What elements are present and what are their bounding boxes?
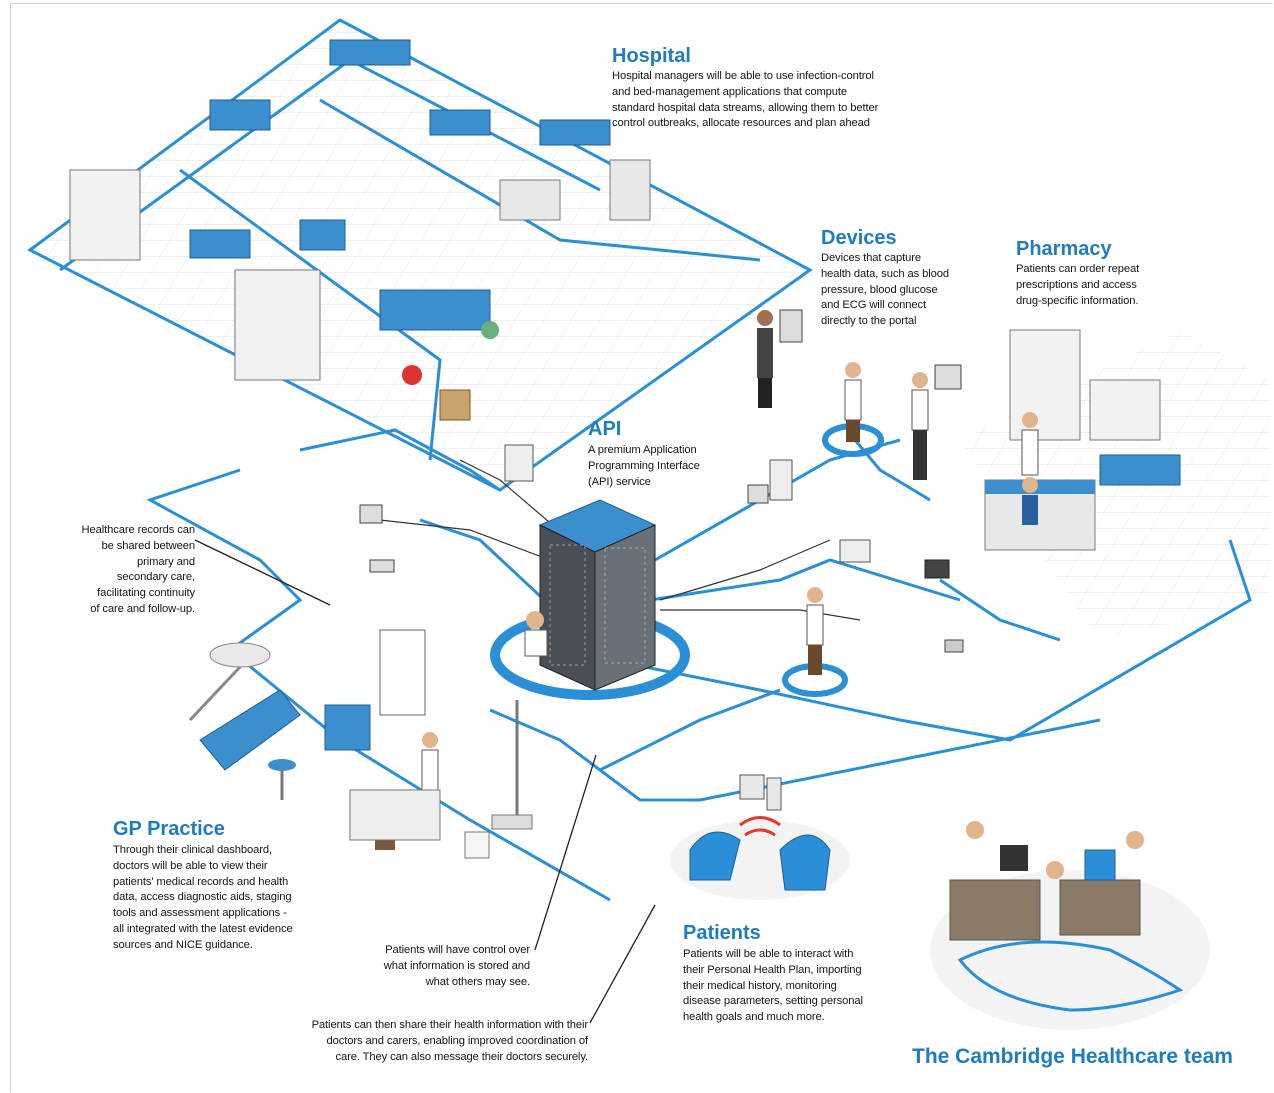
- api-text: A premium Application Programming Interf…: [588, 444, 700, 488]
- pharmacy-text: Patients can order repeat prescriptions …: [1016, 263, 1140, 307]
- diagram-frame: [10, 3, 1273, 1092]
- team-title: The Cambridge Healthcare team: [912, 1045, 1233, 1068]
- gp-practice: [188, 629, 533, 859]
- callout-lines: [194, 539, 656, 1024]
- network-lines-dark: [379, 459, 861, 621]
- hospital-title: Hospital: [612, 45, 691, 67]
- patients-title: Patients: [683, 922, 761, 944]
- pharmacy-floor: [960, 329, 1270, 640]
- devices-title: Devices: [821, 227, 897, 249]
- pharmacy-title: Pharmacy: [1016, 238, 1112, 260]
- devices-equipment: [359, 309, 964, 653]
- devices-text: Devices that capture health data, such a…: [821, 252, 950, 328]
- api-title: API: [588, 418, 622, 440]
- hospital-furniture: [69, 39, 651, 421]
- control-callout-text: Patients will have control over what inf…: [383, 944, 530, 988]
- share-callout-text: Patients can then share their health inf…: [311, 1019, 589, 1063]
- patients-text: Patients will be able to interact with t…: [683, 948, 863, 1024]
- patients-lounge: [670, 774, 850, 900]
- gp-text: Through their clinical dashboard, doctor…: [113, 844, 293, 951]
- gp-title: GP Practice: [113, 818, 225, 840]
- hospital-text: Hospital managers will be able to use in…: [612, 70, 879, 130]
- api-server: [490, 499, 690, 700]
- records-callout-text: Healthcare records can be shared between…: [81, 524, 196, 615]
- team-area: [930, 821, 1210, 1030]
